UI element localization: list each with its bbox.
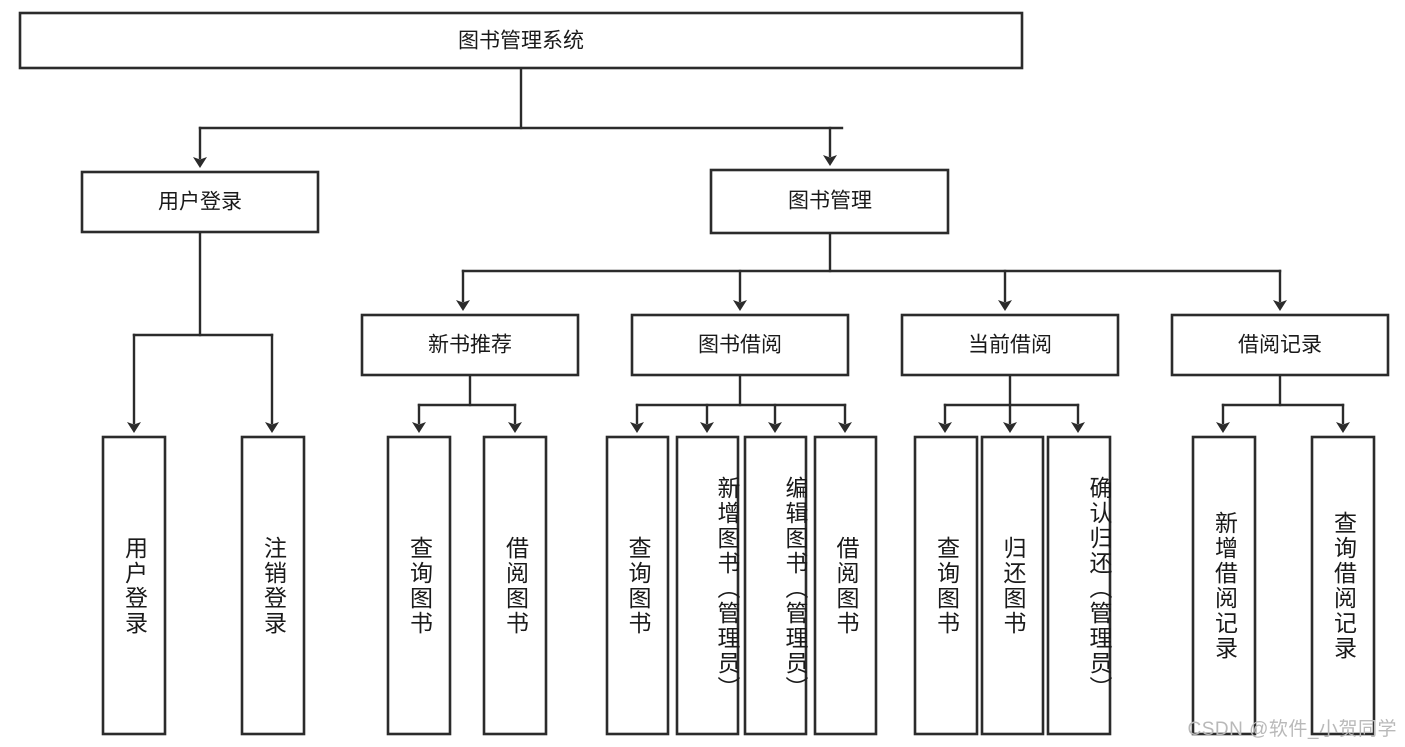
- leaf-label-edit-book-admin: 编辑图书（管理员）: [782, 476, 808, 701]
- connector-bookmgmt-to-level3: [456, 231, 1287, 311]
- connector-root-to-level2: [193, 66, 844, 168]
- leaf-box-query-book-3[interactable]: [913, 435, 979, 736]
- leaf-label-add-borrow-record: 新增借阅记录: [1211, 510, 1238, 661]
- leaf-box-add-borrow-record[interactable]: [1191, 435, 1257, 736]
- leaf-label-borrow-book-1: 借阅图书: [502, 535, 529, 636]
- leaf-label-query-book-2: 查询图书: [625, 535, 651, 636]
- node-book-management[interactable]: 图书管理: [709, 168, 950, 235]
- leaf-box-return-book[interactable]: [980, 435, 1045, 736]
- node-new-book-recommend-label: 新书推荐: [428, 334, 512, 357]
- node-book-borrow[interactable]: 图书借阅: [630, 313, 850, 377]
- leaf-box-query-borrow-record[interactable]: [1310, 435, 1376, 736]
- node-current-borrow-box[interactable]: [900, 313, 1120, 377]
- node-new-book-recommend-box[interactable]: [360, 313, 580, 377]
- node-user-login[interactable]: 用户登录: [80, 170, 320, 234]
- leaf-box-query-book-2[interactable]: [605, 435, 670, 736]
- node-book-management-box[interactable]: [709, 168, 950, 235]
- node-root[interactable]: 图书管理系统: [18, 11, 1024, 70]
- leaf-box-user-login[interactable]: [101, 435, 167, 736]
- leaf-label-query-book-1: 查询图书: [406, 535, 433, 636]
- node-current-borrow-label: 当前借阅: [968, 334, 1052, 357]
- leaf-label-add-book-admin: 新增图书（管理员）: [714, 476, 740, 701]
- leaf-label-borrow-book-2: 借阅图书: [833, 535, 859, 636]
- connector-currentborrow-to-leaves: [938, 373, 1085, 433]
- connector-bookborrow-to-leaves: [630, 373, 852, 433]
- node-root-label: 图书管理系统: [458, 30, 584, 53]
- connector-newbook-to-leaves: [412, 373, 522, 433]
- leaf-box-query-book-1[interactable]: [386, 435, 452, 736]
- connector-userlogin-to-leaves: [127, 230, 279, 433]
- leaf-box-add-book-admin[interactable]: [675, 435, 740, 736]
- leaf-label-user-login: 用户登录: [121, 535, 148, 636]
- leaf-boxes-group: [101, 435, 1376, 736]
- leaf-box-borrow-book-2[interactable]: [813, 435, 878, 736]
- node-user-login-label: 用户登录: [158, 191, 242, 214]
- leaf-box-logout[interactable]: [240, 435, 306, 736]
- node-new-book-recommend[interactable]: 新书推荐: [360, 313, 580, 377]
- node-borrow-record-label: 借阅记录: [1238, 334, 1322, 357]
- leaf-label-logout: 注销登录: [260, 535, 287, 636]
- connector-borrowrecord-to-leaves: [1216, 373, 1350, 433]
- node-book-borrow-label: 图书借阅: [698, 334, 782, 357]
- node-user-login-box[interactable]: [80, 170, 320, 234]
- leaf-box-confirm-return-admin[interactable]: [1046, 435, 1112, 736]
- leaf-label-query-book-3: 查询图书: [933, 535, 960, 636]
- leaf-box-borrow-book-1[interactable]: [482, 435, 548, 736]
- leaf-label-confirm-return-admin: 确认归还（管理员）: [1086, 476, 1112, 701]
- leaf-box-edit-book-admin[interactable]: [743, 435, 808, 736]
- leaf-label-return-book: 归还图书: [1000, 535, 1026, 636]
- node-borrow-record[interactable]: 借阅记录: [1170, 313, 1390, 377]
- node-borrow-record-box[interactable]: [1170, 313, 1390, 377]
- node-root-box[interactable]: [18, 11, 1024, 70]
- node-book-borrow-box[interactable]: [630, 313, 850, 377]
- node-current-borrow[interactable]: 当前借阅: [900, 313, 1120, 377]
- node-book-management-label: 图书管理: [788, 190, 872, 213]
- leaf-label-query-borrow-record: 查询借阅记录: [1330, 510, 1357, 661]
